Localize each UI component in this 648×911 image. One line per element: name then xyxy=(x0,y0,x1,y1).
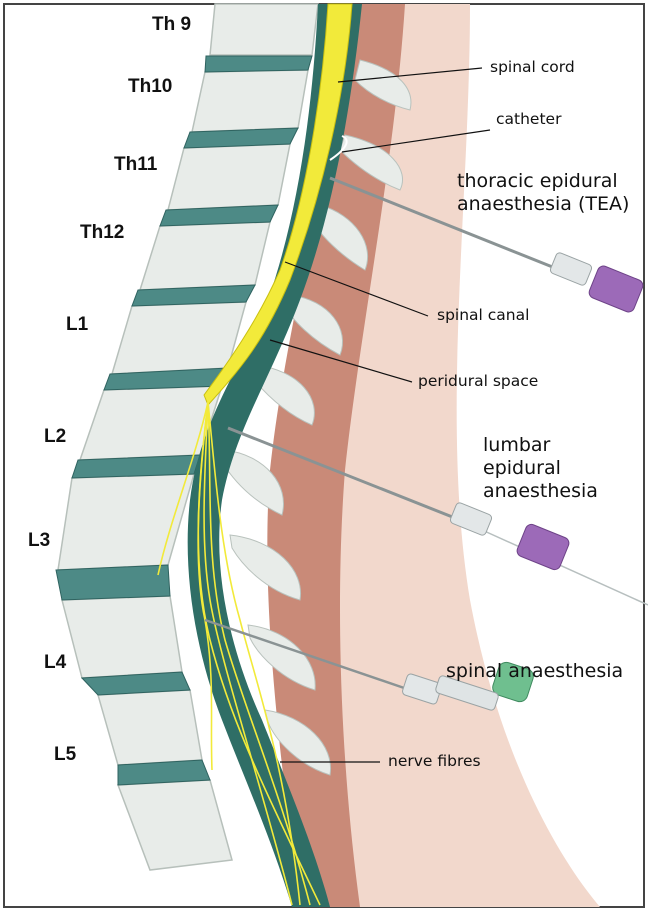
vertebra-label-th9: Th 9 xyxy=(152,14,191,36)
vertebra-label-th12: Th12 xyxy=(80,222,124,244)
label-thoracic-epidural-anaesthesia: thoracic epidural anaesthesia (TEA) xyxy=(457,170,629,216)
label-catheter: catheter xyxy=(496,110,561,128)
vertebra-label-l4: L4 xyxy=(44,652,66,674)
label-lumbar-line-3: anaesthesia xyxy=(483,480,598,503)
label-tea-line-1: thoracic epidural xyxy=(457,170,629,193)
vertebra-label-th11: Th11 xyxy=(114,154,157,176)
vertebra-label-l3: L3 xyxy=(28,530,50,552)
label-lumbar-epidural-anaesthesia: lumbar epidural anaesthesia xyxy=(483,434,598,503)
label-lumbar-line-2: epidural xyxy=(483,457,598,480)
label-tea-line-2: anaesthesia (TEA) xyxy=(457,193,629,216)
label-nerve-fibres: nerve fibres xyxy=(388,752,481,770)
label-peridural-space: peridural space xyxy=(418,372,538,390)
vertebra-label-l5: L5 xyxy=(54,744,76,766)
label-lumbar-line-1: lumbar xyxy=(483,434,598,457)
label-spinal-cord: spinal cord xyxy=(490,58,575,76)
vertebra-label-l1: L1 xyxy=(66,314,88,336)
vertebra-label-l2: L2 xyxy=(44,426,66,448)
label-spinal-canal: spinal canal xyxy=(437,306,529,324)
vertebra-label-th10: Th10 xyxy=(128,76,172,98)
label-spinal-anaesthesia: spinal anaesthesia xyxy=(446,660,623,683)
